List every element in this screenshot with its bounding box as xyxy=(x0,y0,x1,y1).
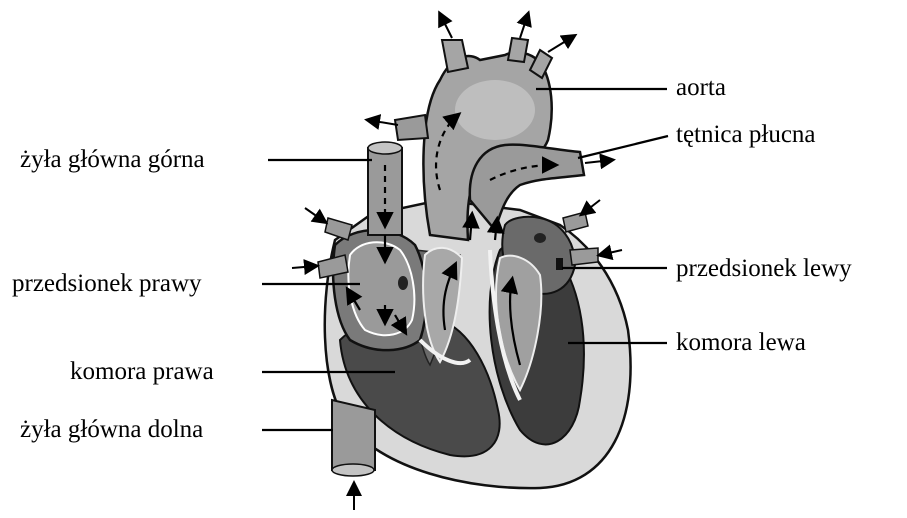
label-superior-vena-cava: żyła główna górna xyxy=(20,147,205,172)
label-inferior-vena-cava: żyła główna dolna xyxy=(20,417,203,442)
left-atrium-hole xyxy=(534,233,546,243)
inferior-vena-cava-shape xyxy=(332,400,375,470)
label-left-atrium: przedsionek lewy xyxy=(676,256,852,281)
lpv-stub-2 xyxy=(570,248,598,265)
label-left-ventricle: komora lewa xyxy=(676,330,806,355)
left-atrium-notch xyxy=(556,258,563,270)
aorta-branch-1 xyxy=(442,40,468,72)
vein-stub-2 xyxy=(325,218,352,240)
svc-top xyxy=(368,142,402,154)
lpv-stub-1 xyxy=(563,212,588,232)
label-right-atrium: przedsionek prawy xyxy=(12,271,202,296)
aorta-branch-2 xyxy=(508,38,528,62)
right-atrium-hole xyxy=(398,276,408,290)
label-right-ventricle: komora prawa xyxy=(70,359,214,384)
aorta-inner-light xyxy=(455,80,535,140)
label-aorta: aorta xyxy=(676,75,726,100)
ivc-bottom xyxy=(332,464,374,476)
pa-branch xyxy=(395,115,428,140)
label-pulmonary-artery: tętnica płucna xyxy=(676,122,816,147)
